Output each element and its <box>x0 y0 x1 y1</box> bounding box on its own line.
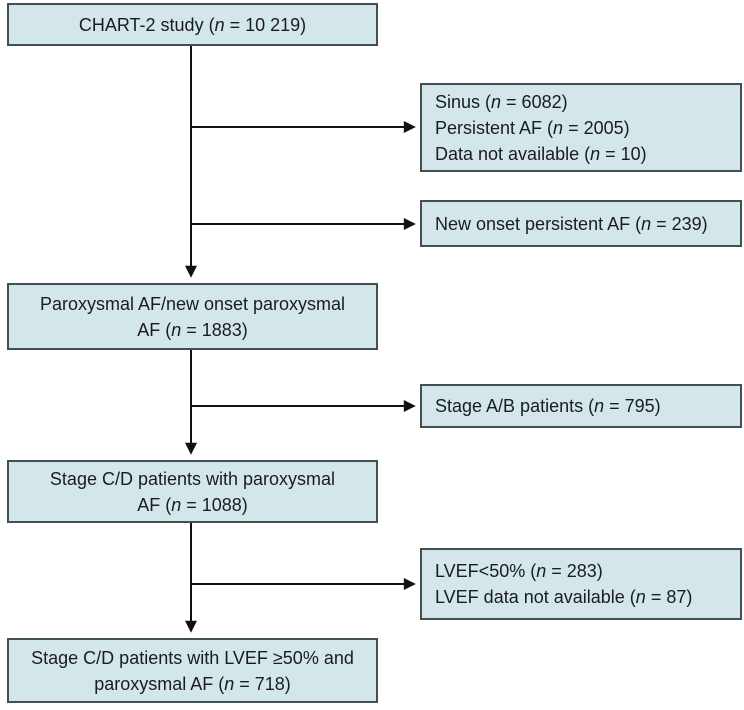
box-stage-cd-paroxysmal: Stage C/D patients with paroxysmal AF (n… <box>7 460 378 523</box>
text-pre: Paroxysmal AF/new onset paroxysmal <box>39 293 346 314</box>
text-post: = 239) <box>651 213 708 234</box>
box-stage-ab-patients: Stage A/B patients (n = 795) <box>420 384 742 428</box>
text-post: = 87) <box>645 587 693 607</box>
n-italic: n <box>171 494 182 515</box>
text-pre: CHART-2 study ( <box>78 14 215 35</box>
text-pre: AF ( <box>137 319 172 340</box>
text-line: Persistent AF (n = 2005) <box>435 115 630 141</box>
box-final-cohort: Stage C/D patients with LVEF ≥50% and pa… <box>7 638 378 703</box>
text-post: = 10 219) <box>224 14 307 35</box>
text-pre: LVEF data not available ( <box>435 587 636 607</box>
text-pre: New onset persistent AF ( <box>435 213 642 234</box>
n-italic: n <box>224 673 235 694</box>
text-pre: Data not available ( <box>435 143 591 164</box>
text-post: = 795) <box>604 396 661 416</box>
text-line: AF (n = 1088) <box>137 492 248 518</box>
n-italic: n <box>214 14 225 35</box>
text-post: = 1088) <box>181 494 248 515</box>
text-pre: Stage C/D patients with LVEF ≥50% and <box>31 647 354 668</box>
text-pre: Persistent AF ( <box>435 117 554 138</box>
text-post: = 6082) <box>501 91 568 112</box>
n-italic: n <box>491 91 502 112</box>
text-line: AF (n = 1883) <box>137 317 248 343</box>
text-pre: Sinus ( <box>435 91 492 112</box>
n-italic: n <box>536 561 547 581</box>
text-pre: LVEF<50% ( <box>435 561 537 581</box>
text-post: = 1883) <box>181 319 248 340</box>
text-pre: Stage C/D patients with paroxysmal <box>49 468 336 489</box>
text-pre: AF ( <box>137 494 172 515</box>
text-line: LVEF<50% (n = 283) <box>435 558 603 584</box>
text-line: Sinus (n = 6082) <box>435 89 568 115</box>
box-chart2-study: CHART-2 study (n = 10 219) <box>7 3 378 46</box>
n-italic: n <box>594 396 605 416</box>
box-sinus-exclusions: Sinus (n = 6082) Persistent AF (n = 2005… <box>420 83 742 172</box>
n-italic: n <box>171 319 182 340</box>
text-pre: Stage A/B patients ( <box>435 396 595 416</box>
text-line: CHART-2 study (n = 10 219) <box>79 12 306 38</box>
text-line: paroxysmal AF (n = 718) <box>94 671 291 697</box>
text-line: LVEF data not available (n = 87) <box>435 584 692 610</box>
n-italic: n <box>590 143 601 164</box>
text-post: = 283) <box>546 561 603 581</box>
text-post: = 2005) <box>563 117 630 138</box>
text-line: Paroxysmal AF/new onset paroxysmal <box>40 291 345 317</box>
box-lvef-exclusions: LVEF<50% (n = 283) LVEF data not availab… <box>420 548 742 620</box>
text-post: = 718) <box>234 673 291 694</box>
n-italic: n <box>635 587 646 607</box>
n-italic: n <box>641 213 652 234</box>
box-paroxysmal-af: Paroxysmal AF/new onset paroxysmal AF (n… <box>7 283 378 350</box>
text-line: New onset persistent AF (n = 239) <box>435 211 708 237</box>
n-italic: n <box>553 117 564 138</box>
text-line: Stage A/B patients (n = 795) <box>435 393 661 419</box>
text-line: Data not available (n = 10) <box>435 141 647 167</box>
text-line: Stage C/D patients with paroxysmal <box>50 466 335 492</box>
text-pre: paroxysmal AF ( <box>94 673 225 694</box>
text-post: = 10) <box>600 143 647 164</box>
box-new-onset-persistent-af: New onset persistent AF (n = 239) <box>420 200 742 247</box>
text-line: Stage C/D patients with LVEF ≥50% and <box>31 645 354 671</box>
